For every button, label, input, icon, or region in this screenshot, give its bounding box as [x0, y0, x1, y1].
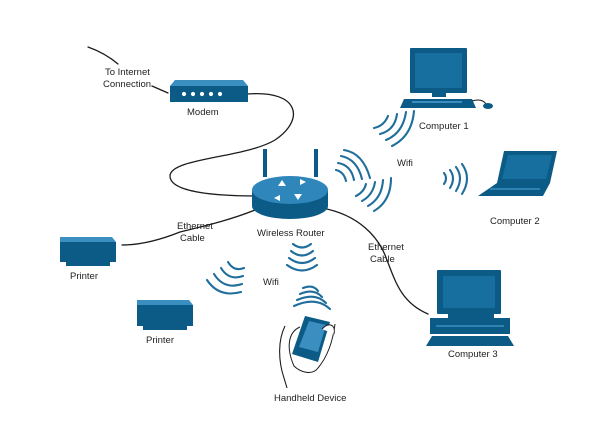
printer-bottom-label: Printer — [146, 335, 174, 346]
computer-3-label: Computer 3 — [448, 349, 498, 360]
wifi-signal-computer2 — [442, 162, 469, 196]
ethernet-left-line1: Ethernet — [177, 221, 213, 232]
handheld-device-label: Handheld Device — [274, 393, 346, 404]
wifi-signal-router-bottom — [285, 242, 319, 272]
computer-2-icon — [478, 151, 557, 196]
ethernet-right-line1: Ethernet — [368, 242, 404, 253]
internet-label-line1: To Internet — [105, 67, 150, 78]
wifi-label-bottom: Wifi — [263, 277, 279, 288]
router-to-computer3-cable — [321, 207, 429, 315]
computer-3-icon — [426, 270, 514, 346]
computer-1-icon — [400, 48, 493, 109]
internet-line — [87, 46, 119, 65]
printer-bottom-icon — [137, 300, 193, 330]
modem-label: Modem — [187, 107, 219, 118]
internet-label-line2: Connection — [103, 79, 151, 90]
wifi-signal-handheld — [292, 285, 332, 311]
internet-to-modem-line — [151, 85, 169, 94]
router-label: Wireless Router — [257, 228, 325, 239]
modem-icon — [170, 80, 248, 102]
ethernet-left-line2: Cable — [180, 233, 205, 244]
modem-to-router-cable — [169, 93, 294, 197]
wifi-signal-printer — [205, 260, 246, 295]
printer-top-icon — [60, 237, 116, 266]
printer-top-label: Printer — [70, 271, 98, 282]
wifi-label-right: Wifi — [397, 158, 413, 169]
wireless-router-icon — [252, 149, 328, 219]
wifi-signal-router-right — [334, 148, 372, 183]
computer-2-label: Computer 2 — [490, 216, 540, 227]
wifi-signal-router-low — [354, 176, 393, 213]
wifi-signal-computer1 — [372, 109, 416, 148]
ethernet-right-line2: Cable — [370, 254, 395, 265]
computer-1-label: Computer 1 — [419, 121, 469, 132]
router-to-printer-cable — [121, 209, 256, 246]
handheld-device-icon — [279, 316, 336, 389]
